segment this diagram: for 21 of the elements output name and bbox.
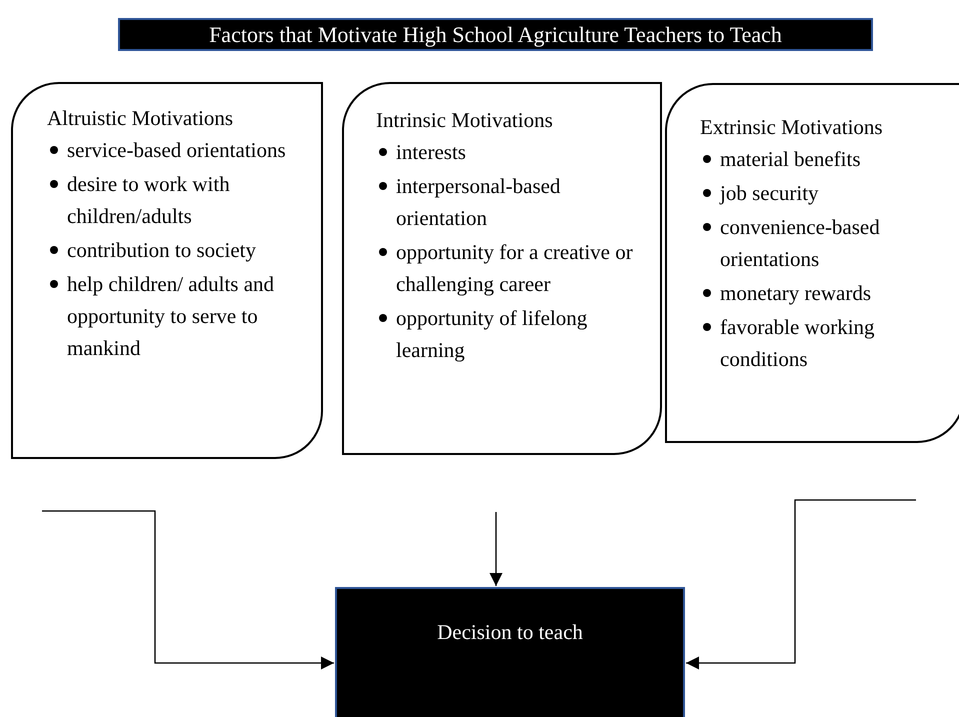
bullet-item: favorable working conditions (703, 311, 958, 375)
category-heading: Extrinsic Motivations (700, 115, 883, 140)
bullet-item: monetary rewards (703, 277, 958, 309)
category-heading: Altruistic Motivations (47, 106, 234, 131)
bullet-item: job security (703, 177, 958, 209)
title-banner: Factors that Motivate High School Agriculture Teachers to Teach (118, 18, 873, 51)
bullet-item: material benefits (703, 143, 958, 175)
decision-box (335, 587, 685, 717)
category-heading: Intrinsic Motivations (376, 108, 553, 133)
category-box (342, 82, 662, 455)
bullet-item: interests (379, 136, 649, 168)
bullet-item: contribution to society (50, 234, 320, 266)
bullet-item: service-based orientations (50, 134, 320, 166)
category-box (665, 83, 959, 443)
arrow (42, 510, 334, 670)
bullet-item: help children/ adults and opportunity to serve to mankind (50, 268, 320, 364)
category-box (11, 82, 323, 459)
arrow (490, 512, 502, 586)
bullet-item: opportunity of lifelong learning (379, 302, 649, 366)
decision-label: Decision to teach (437, 620, 583, 645)
arrow (686, 499, 916, 670)
